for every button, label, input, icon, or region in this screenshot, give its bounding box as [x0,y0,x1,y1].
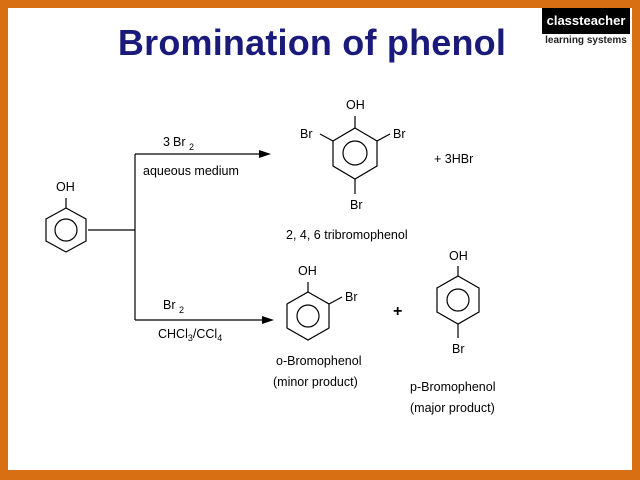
classteacher-logo: classteacher learning systems [540,8,632,52]
tribromo-br-right-label: Br [393,127,406,141]
tribromo-oh-label: OH [346,98,365,112]
byproduct-label: + 3HBr [434,152,473,166]
reactant-oh-label: OH [56,180,75,194]
para-name: p-Bromophenol [410,380,495,394]
lower-condition-sub2: 4 [217,333,222,343]
logo-tagline: learning systems [545,35,627,46]
ortho-bromophenol-structure [286,282,343,341]
ortho-br-label: Br [345,290,358,304]
upper-reagent: Br [173,135,186,149]
phenol-structure [45,198,87,253]
upper-condition: aqueous medium [143,164,239,178]
slide-title: Bromination of phenol [117,22,507,63]
tribromophenol-name: 2, 4, 6 tribromophenol [286,228,408,242]
para-note: (major product) [410,401,495,415]
upper-reagent-subscript: 2 [189,142,194,152]
tribromo-br-left-label: Br [300,127,313,141]
upper-reagent-count: 3 [163,135,170,149]
lower-condition-part2: /CCl [193,327,217,341]
reaction-branch-lines [88,153,268,321]
plus-sign: + [393,303,402,320]
ortho-oh-label: OH [298,264,317,278]
tribromophenol-structure [319,116,391,194]
lower-condition-sub1: 3 [188,333,193,343]
para-bromophenol-structure [436,266,480,338]
logo-wordmark: classteacher [542,8,630,34]
lower-reagent-subscript: 2 [179,305,184,315]
reaction-diagram: OH 3 Br 2 aqueous medium OH Br Br Br + 3… [45,98,495,415]
lower-condition: CHCl3/CCl4 [158,327,222,343]
ortho-note: (minor product) [273,375,358,389]
lower-arrowhead [262,316,274,324]
para-br-label: Br [452,342,465,356]
upper-arrowhead [259,150,271,158]
lower-condition-part1: CHCl [158,327,188,341]
slide: Bromination of phenol classteacher learn… [8,8,632,470]
lower-reagent: Br [163,298,176,312]
ortho-name: o-Bromophenol [276,354,361,368]
tribromo-br-bottom-label: Br [350,198,363,212]
para-oh-label: OH [449,249,468,263]
